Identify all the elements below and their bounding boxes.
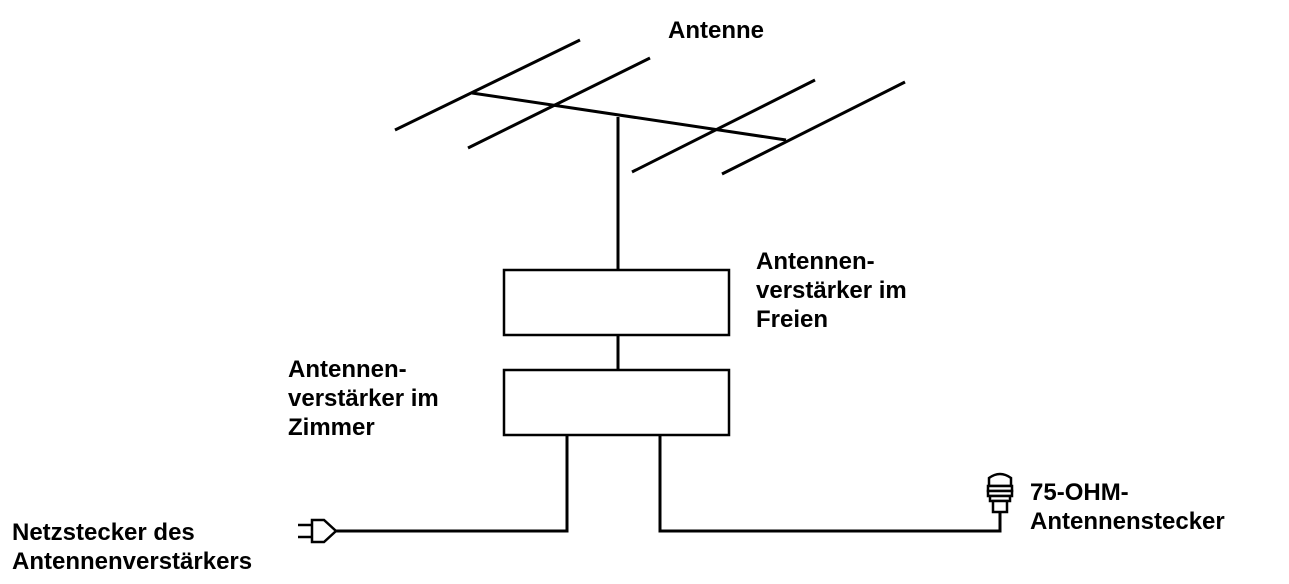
label-outdoor-amplifier: Antennen- verstärker im Freien: [756, 247, 907, 334]
label-indoor-amplifier-line-3: Zimmer: [288, 414, 375, 441]
label-outdoor-amplifier-line-1: Antennen-: [756, 248, 875, 275]
label-outdoor-amplifier-line-3: Freien: [756, 306, 829, 333]
label-indoor-amplifier: Antennen- verstärker im Zimmer: [288, 355, 439, 442]
label-power-plug-line-1: Netzstecker des: [12, 519, 195, 546]
plug-icon: [298, 518, 338, 544]
label-antenna: Antenne: [668, 16, 764, 45]
coax-connector-icon: [986, 472, 1014, 514]
antenna-boom: [471, 91, 787, 142]
label-connector: 75-OHM- Antennenstecker: [1030, 478, 1225, 536]
label-outdoor-amplifier-line-2: verstärker im: [756, 277, 907, 304]
indoor-amplifier-box: [502, 368, 731, 437]
outdoor-amplifier-box: [502, 268, 731, 337]
antenna-element-4: [721, 80, 906, 176]
antenna-output-cable: [658, 435, 1002, 533]
label-antenna-text: Antenne: [668, 17, 764, 44]
label-power-plug: Netzstecker des Antennenverstärkers: [12, 518, 252, 576]
antenna-element-2: [467, 56, 651, 150]
antenna-element-1: [394, 38, 581, 132]
label-power-plug-line-2: Antennenverstärkers: [12, 548, 253, 575]
label-indoor-amplifier-line-1: Antennen-: [288, 356, 407, 383]
label-indoor-amplifier-line-2: verstärker im: [288, 385, 439, 412]
power-cable: [333, 435, 569, 533]
antenna-element-3: [631, 78, 816, 174]
antenna-icon: [394, 38, 906, 270]
label-connector-line-2: Antennenstecker: [1030, 508, 1225, 535]
label-connector-line-1: 75-OHM-: [1030, 479, 1129, 506]
